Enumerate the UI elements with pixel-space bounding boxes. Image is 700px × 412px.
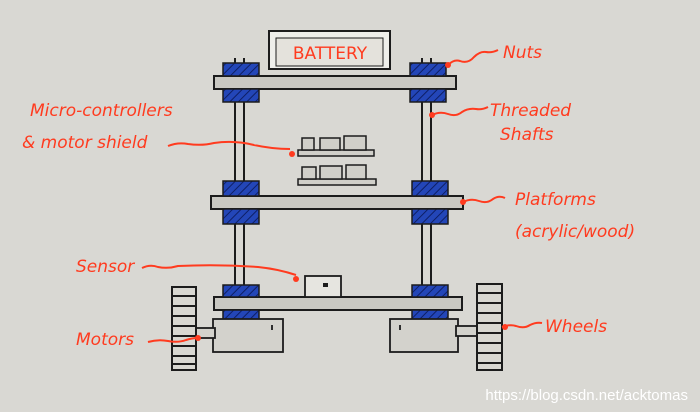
wheels	[171, 283, 503, 371]
nut	[222, 284, 260, 298]
platform-bottom	[213, 296, 463, 311]
sensor	[304, 275, 342, 298]
label-platforms-line2: (acrylic/wood)	[515, 222, 635, 242]
leader-sensor	[141, 264, 297, 276]
nut	[222, 88, 260, 103]
platform-top	[213, 75, 457, 90]
battery-label: BATTERY	[293, 44, 368, 64]
nut	[222, 62, 260, 77]
nut	[222, 208, 260, 225]
watermark: https://blog.csdn.net/acktomas	[485, 387, 688, 404]
label-motors: Motors	[76, 330, 134, 350]
leader-micro	[167, 140, 291, 150]
platform-middle	[210, 195, 464, 210]
label-threaded-line2: Shafts	[500, 125, 554, 145]
nut	[409, 88, 447, 103]
microcontroller-boards	[297, 135, 377, 186]
label-nuts: Nuts	[503, 43, 542, 63]
nut	[222, 180, 260, 197]
label-platforms-line1: Platforms	[515, 190, 596, 210]
leader-motors	[147, 337, 199, 343]
nut	[411, 208, 449, 225]
leader-dots	[195, 62, 508, 341]
motors	[194, 318, 479, 353]
motor-left	[212, 318, 284, 353]
wheel-right	[476, 283, 503, 371]
label-threaded-line1: Threaded	[490, 101, 571, 121]
nut	[411, 284, 449, 298]
battery: BATTERY	[268, 30, 391, 70]
leader-wheels	[501, 321, 543, 329]
leader-lines	[141, 49, 543, 343]
nut	[411, 180, 449, 197]
wheel-left	[171, 286, 197, 371]
motor-right	[389, 318, 459, 353]
leader-nuts	[447, 49, 499, 66]
label-sensor: Sensor	[76, 257, 135, 277]
leader-threaded-shafts	[431, 106, 489, 117]
label-wheels: Wheels	[545, 317, 607, 337]
nut	[409, 62, 447, 77]
label-micro-line2: & motor shield	[22, 133, 148, 153]
leader-platforms	[462, 195, 506, 204]
platforms	[210, 75, 464, 311]
label-micro-line1: Micro-controllers	[30, 101, 173, 121]
